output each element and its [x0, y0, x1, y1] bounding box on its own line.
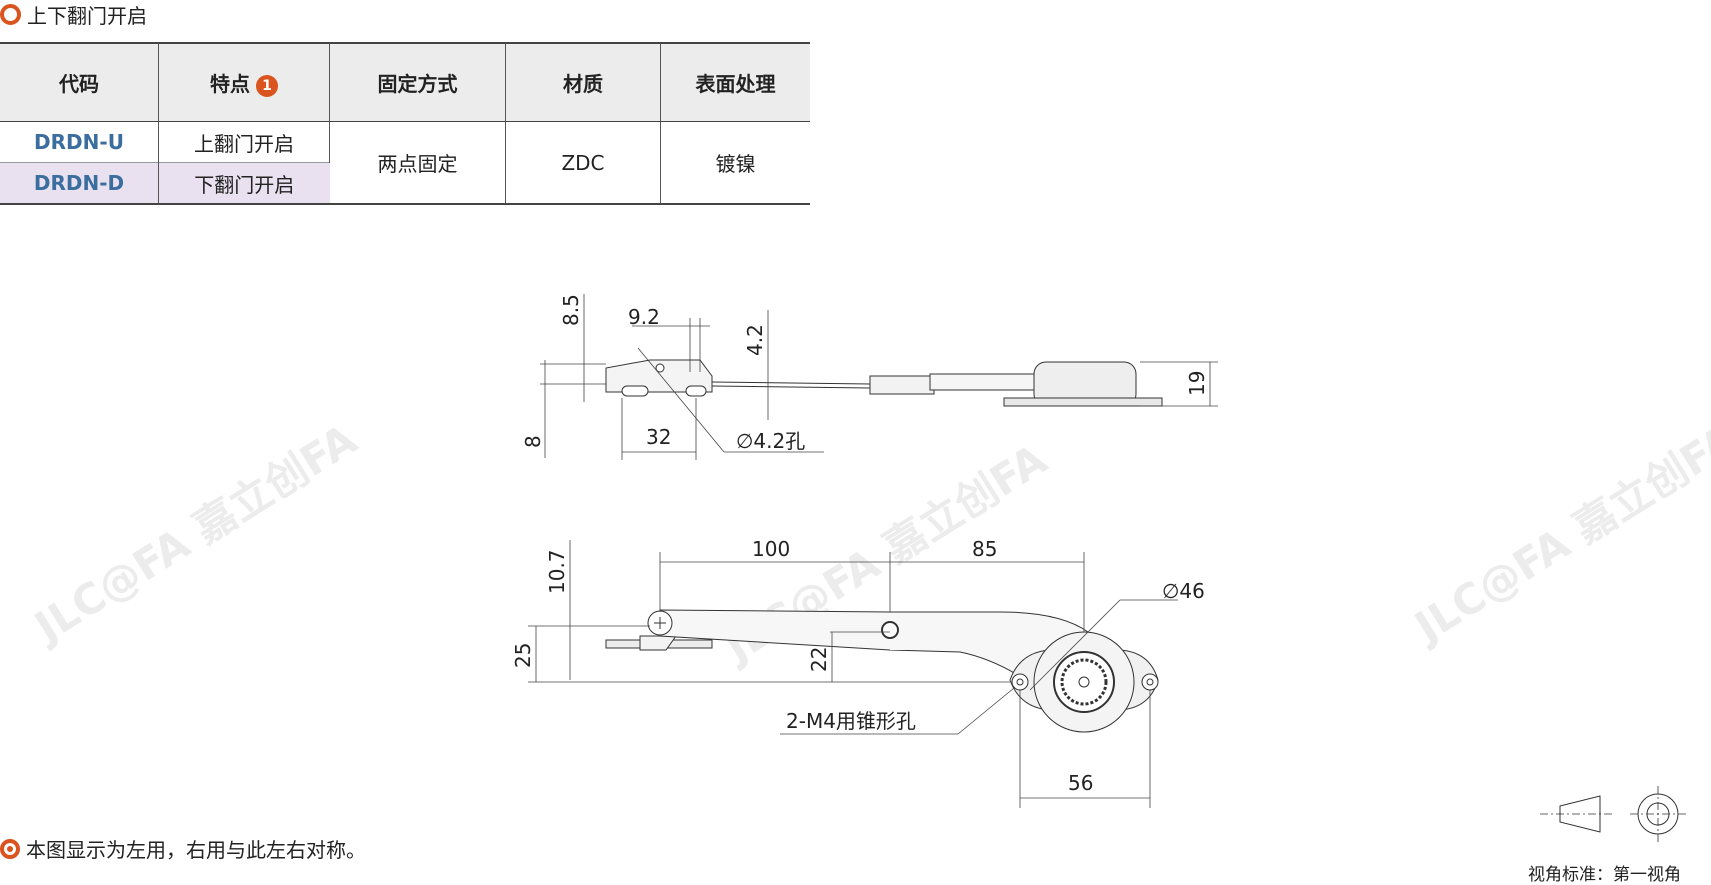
feature-cell: 下翻门开启	[158, 162, 330, 205]
dim-22: 22	[807, 647, 831, 672]
surface-cell: 镀镍	[660, 121, 810, 205]
code-cell: DRDN-U	[0, 121, 159, 163]
dim-85: 85	[972, 537, 997, 561]
dim-8: 8	[521, 435, 545, 448]
dim-4-2: 4.2	[743, 324, 767, 356]
front-view-dims	[528, 540, 1178, 808]
table-row: DRDN-D 下翻门开启	[0, 162, 810, 205]
dim-100: 100	[752, 537, 790, 561]
note-text: 本图显示为左用，右用与此左右对称。	[26, 838, 366, 862]
top-view-hole	[655, 363, 665, 373]
code-cell: DRDN-D	[0, 162, 159, 205]
front-view-hole	[881, 621, 899, 639]
dim-8-5: 8.5	[559, 294, 583, 326]
header-fixing: 固定方式	[329, 42, 506, 122]
view-standard-label: 视角标准：第一视角	[1528, 865, 1681, 885]
dim-holes-m4: 2-M4用锥形孔	[786, 709, 916, 733]
header-feature-text: 特点	[210, 72, 250, 96]
bullet-icon	[0, 838, 20, 859]
dim-9-2: 9.2	[628, 305, 660, 329]
header-surface: 表面处理	[660, 42, 810, 122]
header-feature: 特点 1	[158, 42, 330, 122]
front-view-center	[1078, 676, 1090, 688]
header-material: 材质	[505, 42, 661, 122]
dim-diameter-46: ∅46	[1162, 579, 1205, 603]
top-view-arm	[711, 381, 871, 385]
front-view-mount-hole	[1146, 678, 1154, 686]
table-header-row: 代码 特点 1 固定方式 材质 表面处理	[0, 42, 810, 122]
note: 本图显示为左用，右用与此左右对称。	[0, 834, 366, 863]
front-view: 100 85 10.7 ∅46 25 22 2-M4用锥形孔 56	[511, 537, 1205, 808]
dim-hole-4-2: ∅4.2孔	[736, 429, 805, 453]
header-code: 代码	[0, 42, 159, 122]
top-view-joint	[869, 375, 935, 395]
front-view-mount-hole	[1016, 678, 1024, 686]
top-view-dims	[540, 294, 1218, 460]
table-row: DRDN-U 上翻门开启 两点固定 ZDC 镀镍	[0, 121, 810, 205]
top-view: 8.5 9.2 4.2 19 8 32 ∅4.2孔	[521, 294, 1218, 460]
top-view-arm2	[929, 373, 1035, 391]
dim-10-7: 10.7	[545, 549, 569, 594]
dim-19: 19	[1185, 371, 1209, 396]
spec-table: 代码 特点 1 固定方式 材质 表面处理 DRDN-U 上翻门开启 两点固定 ZD…	[0, 42, 810, 205]
top-view-slot	[621, 385, 649, 397]
section-title: 上下翻门开启	[0, 0, 147, 28]
material-cell: ZDC	[505, 121, 661, 205]
first-angle-symbol-icon	[1540, 786, 1686, 842]
section-title-text: 上下翻门开启	[27, 3, 147, 28]
circle-bullet-icon	[0, 3, 21, 25]
top-view-base	[1003, 397, 1163, 407]
top-view-slot	[685, 385, 707, 397]
top-view-bracket	[605, 359, 713, 393]
feature-cell: 上翻门开启	[158, 121, 330, 163]
dim-56: 56	[1068, 771, 1093, 795]
fixing-cell: 两点固定	[329, 121, 506, 205]
dim-25: 25	[511, 643, 535, 668]
top-view-arm	[711, 385, 871, 389]
dim-32: 32	[646, 425, 671, 449]
note-badge-icon: 1	[256, 74, 278, 97]
